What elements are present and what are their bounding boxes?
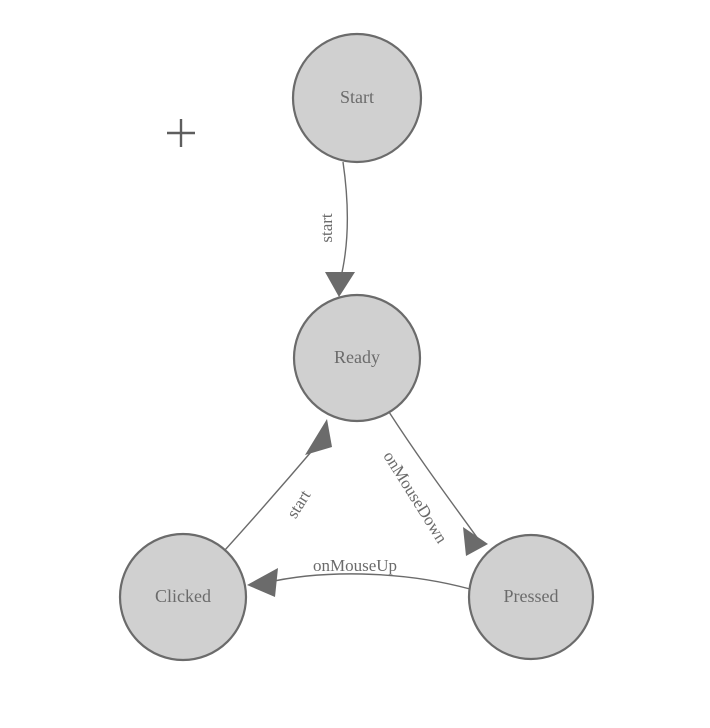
edge-clicked-to-ready[interactable]: start <box>224 419 332 551</box>
edge-clicked-to-ready-path <box>224 444 318 551</box>
edge-label-ready-to-pressed: onMouseDown <box>380 448 452 547</box>
node-start-circle[interactable] <box>291 32 423 164</box>
node-clicked[interactable]: Clicked <box>118 532 248 662</box>
edge-label-clicked-to-ready: start <box>283 486 315 521</box>
node-start[interactable]: Start <box>291 32 423 164</box>
node-pressed-circle[interactable] <box>467 533 595 661</box>
node-clicked-circle[interactable] <box>118 532 248 662</box>
edge-label-pressed-to-clicked: onMouseUp <box>313 556 397 575</box>
edge-ready-to-pressed[interactable]: onMouseDown <box>380 411 488 556</box>
edge-ready-to-pressed-arrowhead <box>463 527 488 556</box>
edge-label-start-to-ready: start <box>317 213 336 243</box>
edge-pressed-to-clicked[interactable]: onMouseUp <box>247 556 471 597</box>
node-ready-circle[interactable] <box>292 293 422 423</box>
plus-marker-icon <box>167 119 195 147</box>
node-clicked-label: Clicked <box>155 586 211 606</box>
node-ready[interactable]: Ready <box>292 293 422 423</box>
node-ready-label: Ready <box>334 347 380 367</box>
node-pressed-label: Pressed <box>504 586 559 606</box>
node-start-label: Start <box>340 87 374 107</box>
node-pressed[interactable]: Pressed <box>467 533 595 661</box>
edge-pressed-to-clicked-arrowhead <box>247 568 278 597</box>
edge-start-to-ready[interactable]: start <box>317 161 355 297</box>
edge-ready-to-pressed-path <box>388 411 482 544</box>
edge-start-to-ready-arrowhead <box>325 272 355 297</box>
edge-pressed-to-clicked-path <box>264 573 471 590</box>
edge-clicked-to-ready-arrowhead <box>305 419 332 455</box>
edge-start-to-ready-path <box>339 161 348 282</box>
